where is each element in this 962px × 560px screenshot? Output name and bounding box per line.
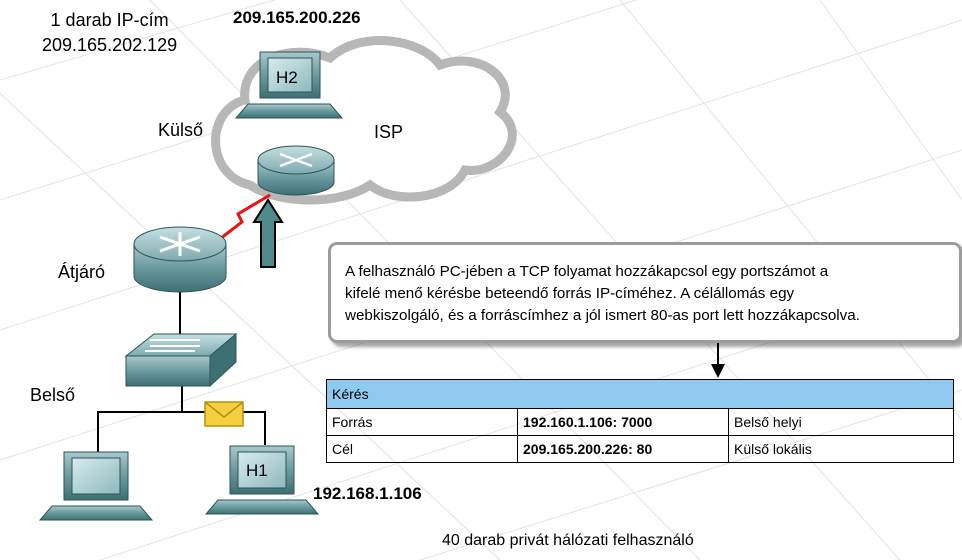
row-label: Forrás	[326, 408, 518, 436]
row-address: 192.160.1.106: 7000	[517, 408, 729, 436]
request-table: Kérés Forrás 192.160.1.106: 7000 Belső h…	[326, 379, 954, 463]
address-note-line1: 1 darab IP-cím	[50, 10, 169, 30]
row-type: Belső helyi	[728, 408, 954, 436]
h2-device-label: H2	[276, 68, 298, 87]
h2-computer-icon	[234, 51, 344, 119]
table-header-row: Kérés	[326, 379, 954, 409]
h1-computer-icon	[204, 445, 320, 515]
up-arrow-icon	[252, 198, 284, 268]
atjaro-label: Átjáró	[58, 262, 106, 282]
isp-label: ISP	[374, 122, 404, 142]
h1-ip-label: 192.168.1.106	[313, 484, 422, 503]
table-header-cell: Kérés	[326, 379, 954, 409]
gateway-router-icon	[133, 226, 227, 293]
serial-link-icon	[211, 193, 271, 247]
callout-text: A felhasználó PC-jében a TCP folyamat ho…	[345, 261, 860, 327]
h2-ip-label: 209.165.200.226	[233, 8, 361, 27]
callout-line1: A felhasználó PC-jében a TCP folyamat ho…	[345, 263, 829, 280]
footer-caption: 40 darab privát hálózati felhasználó	[442, 532, 694, 549]
belso-label: Belső	[30, 385, 76, 405]
callout-arrow-icon	[711, 340, 725, 378]
row-address: 209.165.200.226: 80	[517, 435, 729, 463]
address-note: 1 darab IP-cím 209.165.202.129	[42, 8, 177, 58]
h1-device-label: H1	[246, 461, 268, 480]
table-row: Forrás 192.160.1.106: 7000 Belső helyi	[326, 408, 954, 436]
switch-icon	[124, 332, 238, 388]
kulso-label: Külső	[158, 120, 204, 140]
callout-line2: kifelé menő kérésbe beteendő forrás IP-c…	[345, 285, 795, 302]
envelope-icon	[204, 401, 244, 427]
address-note-line2: 209.165.202.129	[42, 35, 178, 55]
pc-computer-icon	[38, 451, 154, 521]
row-label: Cél	[326, 435, 518, 463]
isp-router-icon	[257, 145, 335, 196]
callout-box: A felhasználó PC-jében a TCP folyamat ho…	[328, 242, 962, 343]
row-type: Külső lokális	[728, 435, 954, 463]
callout-line3: webkiszolgáló, és a forráscímhez a jól i…	[345, 307, 860, 324]
table-row: Cél 209.165.200.226: 80 Külső lokális	[326, 435, 954, 463]
